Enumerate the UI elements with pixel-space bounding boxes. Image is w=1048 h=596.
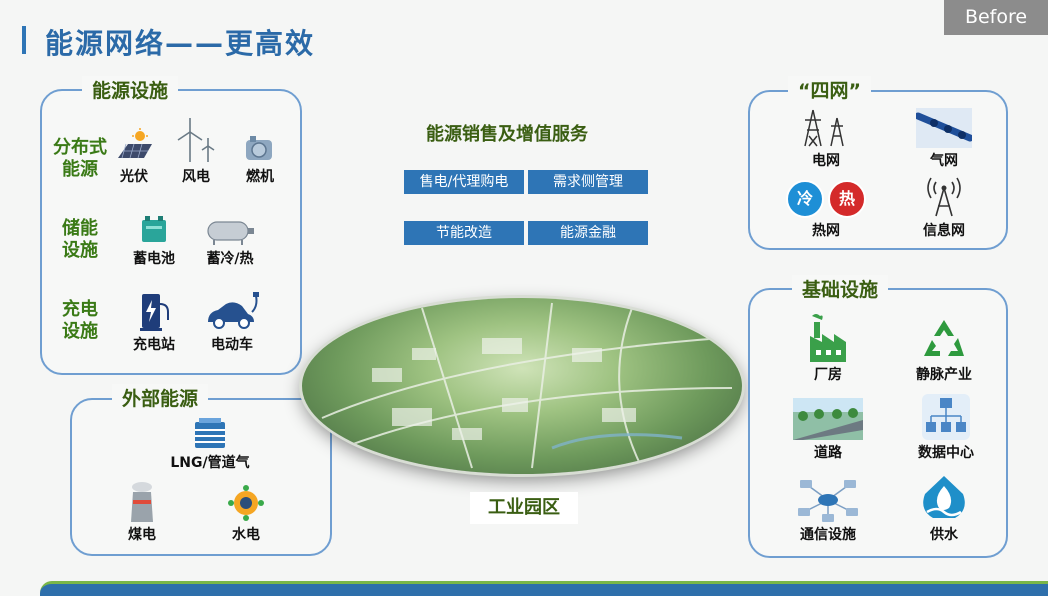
infrastructure-label: 基础设施 xyxy=(792,275,889,302)
ev-label: 电动车 xyxy=(211,337,253,353)
communication-label: 通信设施 xyxy=(800,527,856,543)
hydro-power-item: 水电 xyxy=(206,478,286,544)
storage-label-line1: 储能 xyxy=(62,218,98,239)
charging-station-item: 充电站 xyxy=(114,286,194,354)
wind-item: 风电 xyxy=(156,116,236,186)
page-title: 能源网络——更高效 xyxy=(45,27,316,60)
charging-label: 充电 设施 xyxy=(52,299,108,343)
road-item: 道路 xyxy=(788,396,868,462)
water-drop-icon xyxy=(923,476,965,518)
charging-label-line1: 充电 xyxy=(62,299,98,320)
solar-label: 光伏 xyxy=(120,169,148,185)
recycle-icon xyxy=(924,320,964,356)
four-networks-label: “四网” xyxy=(788,76,871,103)
charging-label-line2: 设施 xyxy=(62,321,98,342)
recycling-label: 静脉产业 xyxy=(916,367,972,383)
battery-icon xyxy=(142,216,166,242)
park-aerial-map-icon xyxy=(321,302,733,469)
thermal-storage-tank-icon xyxy=(207,221,254,245)
info-network-label: 信息网 xyxy=(923,223,965,239)
energy-facilities-panel xyxy=(40,89,302,375)
thermal-storage-label: 蓄冷/热 xyxy=(206,251,254,267)
storage-label-line2: 设施 xyxy=(62,240,98,261)
ev-item: 电动车 xyxy=(192,286,272,354)
solar-panel-icon xyxy=(118,128,152,159)
power-grid-label: 电网 xyxy=(812,153,840,169)
external-energy-label: 外部能源 xyxy=(112,384,209,411)
data-center-item: 数据中心 xyxy=(906,392,986,462)
energy-facilities-label: 能源设施 xyxy=(82,76,179,103)
gas-grid-label: 气网 xyxy=(930,153,958,169)
distributed-label-line1: 分布式 xyxy=(53,137,107,158)
data-center-label: 数据中心 xyxy=(918,445,974,461)
road-icon xyxy=(793,398,863,440)
cold-icon: 冷 xyxy=(786,180,824,218)
gas-turbine-label: 燃机 xyxy=(246,169,274,185)
battery-item: 蓄电池 xyxy=(114,202,194,268)
battery-label: 蓄电池 xyxy=(133,251,175,267)
lng-tank-icon xyxy=(195,418,225,448)
electric-car-icon xyxy=(208,292,259,329)
heat-grid-label: 热网 xyxy=(812,223,840,239)
gas-grid-item: 气网 xyxy=(904,104,984,170)
road-label: 道路 xyxy=(814,445,842,461)
distributed-energy-label: 分布式 能源 xyxy=(52,137,108,181)
gas-turbine-icon xyxy=(246,136,272,160)
charging-station-label: 充电站 xyxy=(133,337,175,353)
bottom-decoration-bar xyxy=(40,581,1048,596)
power-sales-button[interactable]: 售电/代理购电 xyxy=(404,170,524,194)
hydro-power-icon xyxy=(228,485,264,521)
title-accent-bar xyxy=(22,26,26,54)
info-network-item: 信息网 xyxy=(904,174,984,240)
communication-item: 通信设施 xyxy=(788,474,868,544)
before-badge: Before xyxy=(944,0,1048,35)
lng-label: LNG/管道气 xyxy=(170,455,250,471)
water-supply-item: 供水 xyxy=(904,472,984,544)
coal-power-tower-icon xyxy=(131,482,153,522)
services-title: 能源销售及增值服务 xyxy=(426,124,588,145)
data-center-icon xyxy=(922,394,970,440)
charging-station-icon xyxy=(140,294,169,331)
power-tower-icon xyxy=(804,109,844,147)
heat-icon: 热 xyxy=(828,180,866,218)
water-supply-label: 供水 xyxy=(930,527,958,543)
demand-management-button[interactable]: 需求侧管理 xyxy=(528,170,648,194)
factory-icon xyxy=(810,314,846,362)
factory-label: 厂房 xyxy=(814,367,842,383)
heat-grid-item: 冷 热 热网 xyxy=(786,178,866,240)
gas-turbine-item: 燃机 xyxy=(220,120,300,186)
energy-retrofit-button[interactable]: 节能改造 xyxy=(404,221,524,245)
wind-label: 风电 xyxy=(182,169,210,185)
factory-item: 厂房 xyxy=(788,310,868,384)
hydro-power-label: 水电 xyxy=(232,527,260,543)
communication-network-icon xyxy=(798,480,858,522)
storage-label: 储能 设施 xyxy=(52,218,108,262)
industrial-park-label: 工业园区 xyxy=(470,492,578,524)
distributed-label-line2: 能源 xyxy=(62,159,98,180)
coal-power-item: 煤电 xyxy=(102,478,182,544)
coal-power-label: 煤电 xyxy=(128,527,156,543)
recycling-item: 静脉产业 xyxy=(904,314,984,384)
wind-turbine-icon xyxy=(177,118,215,162)
industrial-park-image xyxy=(302,298,742,474)
solar-item: 光伏 xyxy=(94,120,174,186)
thermal-storage-item: 蓄冷/热 xyxy=(190,202,270,268)
signal-tower-icon xyxy=(927,177,961,217)
power-grid-item: 电网 xyxy=(786,104,866,170)
gas-pipeline-icon xyxy=(916,108,972,148)
lng-item: LNG/管道气 xyxy=(160,414,260,472)
energy-finance-button[interactable]: 能源金融 xyxy=(528,221,648,245)
